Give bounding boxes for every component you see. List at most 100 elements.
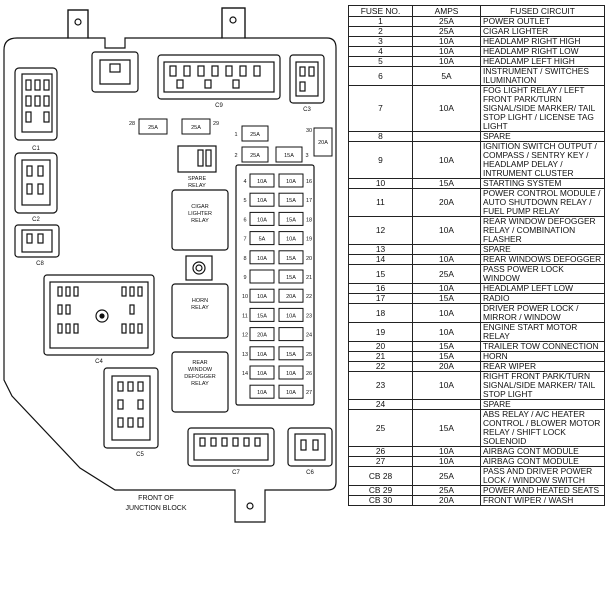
fuse-amps-right: 20A bbox=[286, 294, 296, 300]
connector-c9 bbox=[157, 54, 281, 100]
cell-amps: 25A bbox=[412, 485, 481, 496]
cell-amps: 10A bbox=[412, 56, 481, 67]
fuse-28-num: 28 bbox=[129, 121, 135, 127]
cell-fuse-no: 20 bbox=[348, 341, 413, 352]
cell-fused-circuit: INSTRUMENT / SWITCHES ILUMINATION bbox=[480, 66, 605, 86]
cell-fuse-no: 26 bbox=[348, 446, 413, 457]
cell-fuse-no: 18 bbox=[348, 303, 413, 323]
cell-fuse-no: 19 bbox=[348, 322, 413, 342]
connector-c6 bbox=[287, 427, 333, 467]
fuse-slot-right bbox=[278, 346, 304, 361]
fuse-number-right: 23 bbox=[306, 313, 312, 319]
fuse-number-right: 19 bbox=[306, 237, 312, 243]
caption-line-2: JUNCTION BLOCK bbox=[125, 505, 186, 512]
fuse-number-right: 17 bbox=[306, 198, 312, 204]
rear-window-defogger-relay bbox=[171, 351, 229, 413]
fuse-amps-left: 10A bbox=[257, 371, 267, 377]
mount-tab-left bbox=[67, 9, 89, 39]
mount-hole-bottom bbox=[246, 502, 254, 510]
cell-amps: 25A bbox=[412, 26, 481, 37]
fuse-amps-right: 10A bbox=[286, 390, 296, 396]
cell-amps: 10A bbox=[412, 254, 481, 265]
horn-relay bbox=[171, 283, 229, 339]
cell-fused-circuit: REAR WINDOWS DEFOGGER bbox=[480, 254, 605, 265]
cell-amps: 10A bbox=[412, 303, 481, 323]
fuse-number-right: 20 bbox=[306, 256, 312, 262]
connector-c1 bbox=[14, 67, 58, 141]
cell-fused-circuit: AIRBAG CONT MODULE bbox=[480, 446, 605, 457]
cell-fuse-no: 22 bbox=[348, 361, 413, 372]
fuse-slot-right bbox=[278, 173, 304, 188]
cell-amps: 25A bbox=[412, 16, 481, 27]
fuse-slot-right bbox=[278, 327, 304, 342]
fuse-slot-right bbox=[278, 307, 304, 322]
fuse-slot-right bbox=[278, 192, 304, 207]
fuse-number-left: 14 bbox=[242, 371, 248, 377]
fuse-slot-right bbox=[278, 288, 304, 303]
cell-fuse-no: 4 bbox=[348, 46, 413, 57]
cell-fuse-no: 5 bbox=[348, 56, 413, 67]
fuse-number-right: 18 bbox=[306, 217, 312, 223]
cell-fused-circuit: PASS AND DRIVER POWER LOCK / WINDOW SWIT… bbox=[480, 466, 605, 486]
cell-fused-circuit: REAR WINDOW DEFOGGER RELAY / COMBINATION… bbox=[480, 216, 605, 245]
fuse-amps-left: 10A bbox=[257, 256, 267, 262]
cell-fuse-no: 27 bbox=[348, 456, 413, 467]
label-defog-relay-2: WINDOW bbox=[188, 367, 213, 373]
fuse-number-right: 27 bbox=[306, 390, 312, 396]
fuse-number-left: 10 bbox=[242, 294, 248, 300]
label-c6: C6 bbox=[306, 470, 314, 476]
fuse-amps-right: 15A bbox=[286, 217, 296, 223]
fuse-amps-right: 15A bbox=[286, 275, 296, 281]
fuse-28-amps: 25A bbox=[148, 125, 158, 131]
fuse-amps-left: 10A bbox=[257, 217, 267, 223]
cell-amps: 10A bbox=[412, 446, 481, 457]
connector-c4 bbox=[43, 274, 155, 356]
cell-fuse-no: 6 bbox=[348, 66, 413, 86]
fuse-30 bbox=[313, 127, 333, 157]
label-horn-relay-1: HORN bbox=[192, 298, 208, 304]
fuse-slot-left bbox=[249, 365, 275, 380]
fuse-3-amps: 15A bbox=[284, 153, 294, 159]
cell-fused-circuit: ABS RELAY / A/C HEATER CONTROL / BLOWER … bbox=[480, 409, 605, 447]
fuse-amps-left: 10A bbox=[257, 352, 267, 358]
mount-hole-right bbox=[229, 16, 237, 24]
cell-amps: 10A bbox=[412, 456, 481, 467]
cell-fused-circuit: HEADLAMP LEFT HIGH bbox=[480, 56, 605, 67]
cell-amps: 5A bbox=[412, 66, 481, 86]
fuse-1-num: 1 bbox=[234, 132, 237, 138]
fuse-amps-right: 15A bbox=[286, 198, 296, 204]
cell-amps bbox=[412, 244, 481, 255]
cell-fused-circuit: RIGHT FRONT PARK/TURN SIGNAL/SIDE MARKER… bbox=[480, 371, 605, 400]
fuse-1-amps: 25A bbox=[250, 132, 260, 138]
cell-fused-circuit: POWER CONTROL MODULE / AUTO SHUTDOWN REL… bbox=[480, 188, 605, 217]
cell-fused-circuit: AIRBAG CONT MODULE bbox=[480, 456, 605, 467]
caption-line-1: FRONT OF bbox=[138, 495, 174, 502]
cell-fuse-no: 23 bbox=[348, 371, 413, 400]
fuse-amps-left: 20A bbox=[257, 333, 267, 339]
fuse-amps-right: 15A bbox=[286, 256, 296, 262]
fuse-number-right: 22 bbox=[306, 294, 312, 300]
fuse-slot-left bbox=[249, 307, 275, 322]
label-c2: C2 bbox=[32, 217, 40, 223]
fuse-table-header: FUSE NO. AMPS FUSED CIRCUIT bbox=[348, 5, 605, 17]
label-spare-relay-2: RELAY bbox=[188, 183, 206, 189]
fuse-2 bbox=[241, 146, 269, 163]
fuse-slot-right bbox=[278, 250, 304, 265]
fuse-slot-right bbox=[278, 384, 304, 399]
cell-fused-circuit: FRONT WIPER / WASH bbox=[480, 495, 605, 506]
label-cigar-relay-3: RELAY bbox=[191, 218, 209, 224]
label-c3: C3 bbox=[303, 107, 311, 113]
cell-fused-circuit: IGNITION SWITCH OUTPUT / COMPASS / SENTR… bbox=[480, 141, 605, 179]
fuse-2-amps: 25A bbox=[250, 153, 260, 159]
fuse-slot-left bbox=[249, 288, 275, 303]
